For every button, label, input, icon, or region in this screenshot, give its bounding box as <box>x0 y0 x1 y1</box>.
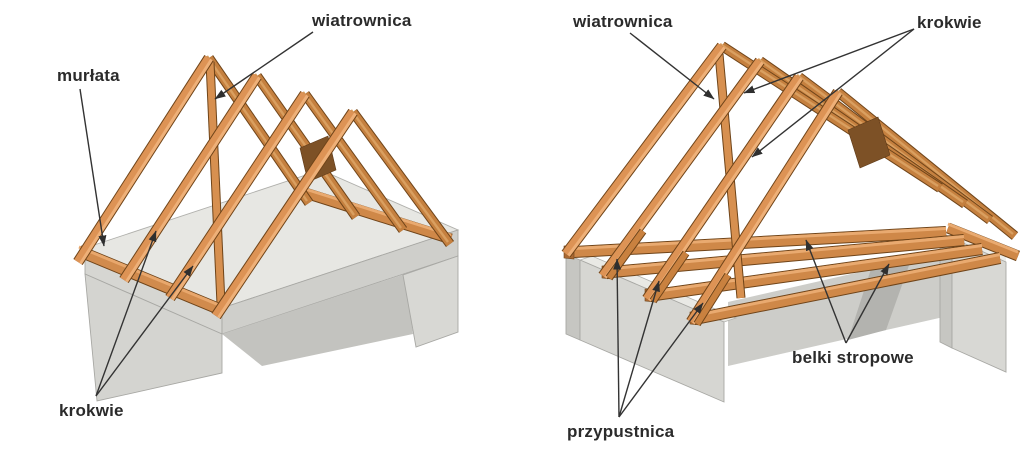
leader-krokwie-right-1 <box>743 28 915 94</box>
leader-krokwie-right-2 <box>751 28 915 158</box>
label-murlata: murłata <box>57 66 120 85</box>
rafters-left-plane <box>561 42 843 325</box>
leader-przypustnica-3 <box>618 302 704 418</box>
label-belki-stropowe: belki stropowe <box>792 348 914 367</box>
leader-belki-1 <box>805 239 847 344</box>
ceiling-beam <box>689 252 1002 326</box>
label-wiatrownica-left: wiatrownica <box>312 11 412 30</box>
leader-przypustnica-1 <box>613 258 622 418</box>
left-structure-illustration <box>73 55 460 402</box>
leader-krokwie-left-1 <box>95 230 157 397</box>
leader-przypustnica-2 <box>618 280 660 418</box>
concrete-slab-platform <box>83 169 460 402</box>
label-krokwie-right: krokwie <box>917 13 982 32</box>
sprocket-boards <box>605 228 732 327</box>
leader-krokwie-left-2 <box>95 265 194 397</box>
shadow-block <box>847 116 891 169</box>
leader-murlata <box>79 88 107 247</box>
label-krokwie-left: krokwie <box>59 401 124 420</box>
right-structure-illustration <box>561 41 1021 403</box>
leader-lines <box>79 28 915 418</box>
label-przypustnica: przypustnica <box>567 422 675 441</box>
leader-belki-2 <box>845 263 890 344</box>
rafters-left-plane <box>73 55 358 320</box>
rear-wall-plate-beam <box>300 186 453 245</box>
wind-brace <box>205 61 226 305</box>
left-concrete-wall <box>565 253 738 403</box>
leader-wiatrownica-left <box>214 31 314 100</box>
wall-plate-murlata <box>76 245 222 315</box>
label-wiatrownica-right: wiatrownica <box>573 12 673 31</box>
leader-wiatrownica-right <box>629 32 715 100</box>
right-wall-plate-beam <box>945 222 1021 262</box>
